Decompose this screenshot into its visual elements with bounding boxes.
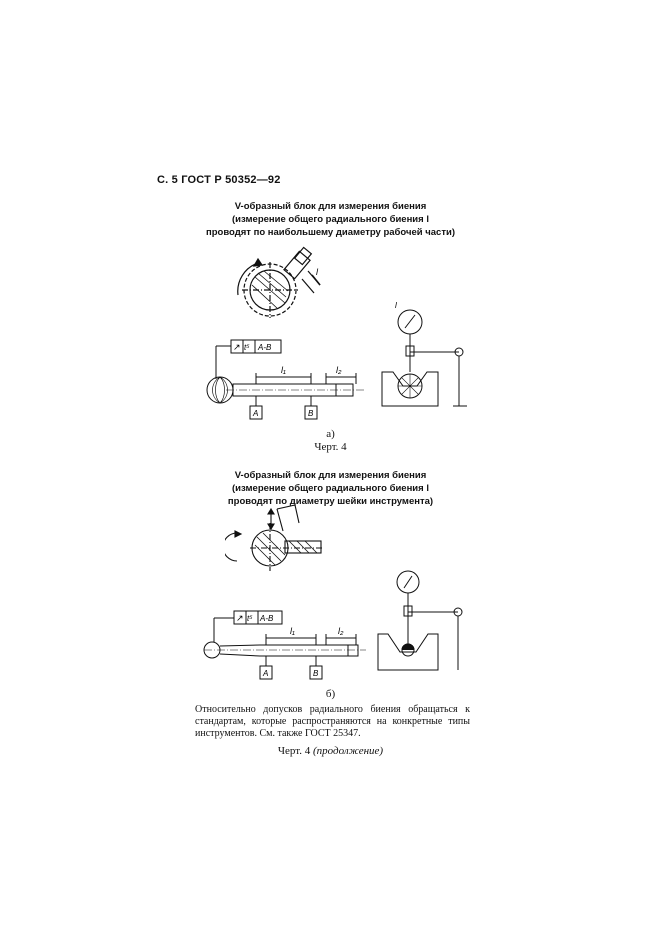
datum-a-label: A — [252, 409, 258, 418]
figure-b-caption: V-образный блок для измерения биения (из… — [0, 469, 661, 508]
runout-symbol: ↗ — [236, 613, 244, 623]
datum-b-label: B — [313, 669, 319, 678]
figure-b-caption-line: V-образный блок для измерения биения — [234, 470, 427, 481]
figure-b-caption-line: проводят по диаметру шейки инструмента) — [227, 496, 434, 507]
figure-a-v-block: l — [381, 301, 467, 407]
dim-l2-label: l₂ — [336, 365, 342, 375]
indicator-label: l — [395, 301, 397, 310]
figure-b-v-block — [377, 570, 463, 671]
dim-l2-label: l₂ — [338, 626, 344, 636]
tolerance-value: t⁵ — [247, 614, 253, 623]
footer-caption: Черт. 4 (продолжение) — [0, 745, 661, 757]
page-header: С. 5 ГОСТ Р 50352—92 — [157, 174, 281, 186]
datum-a-label: A — [262, 669, 268, 678]
dim-l1-label: l₁ — [281, 365, 286, 375]
figure-a-caption: V-образный блок для измерения биения (из… — [0, 200, 661, 239]
figure-b-cutter-detail — [225, 504, 323, 571]
figure-a-caption-line: (измерение общего радиального биения l — [232, 214, 429, 225]
figure-b-caption-line: (измерение общего радиального биения l — [232, 483, 429, 494]
dim-l1-label: l₁ — [290, 626, 295, 636]
footer-label-italic: (продолжение) — [313, 745, 384, 757]
figure-b-sublabel: б) — [325, 688, 336, 700]
figure-a-caption-line: V-образный блок для измерения биения — [234, 201, 427, 212]
footer-label: Черт. 4 — [277, 745, 311, 757]
figure-a-caption-line: проводят по наибольшему диаметру рабочей… — [206, 227, 455, 238]
figure-a-sublabel: а) — [326, 428, 335, 440]
figure-a-cutter-detail: l — [237, 246, 321, 318]
figure-a-chart-label: Черт. 4 — [314, 441, 347, 453]
runout-symbol: ↗ — [233, 342, 241, 352]
datum-b-label: B — [308, 409, 314, 418]
dim-l-label: l — [316, 267, 319, 277]
datum-reference: A-B — [259, 614, 274, 623]
figure-b-shank-drawing: ↗ t⁵ A-B l₁ l₂ A B — [203, 610, 366, 680]
figure-a-shank-drawing: ↗ t⁵ A-B l₁ l₂ A B — [206, 339, 364, 420]
note-paragraph: Относительно допусков радиального биения… — [195, 704, 470, 739]
datum-reference: A-B — [257, 343, 272, 352]
tolerance-value: t⁵ — [244, 343, 250, 352]
